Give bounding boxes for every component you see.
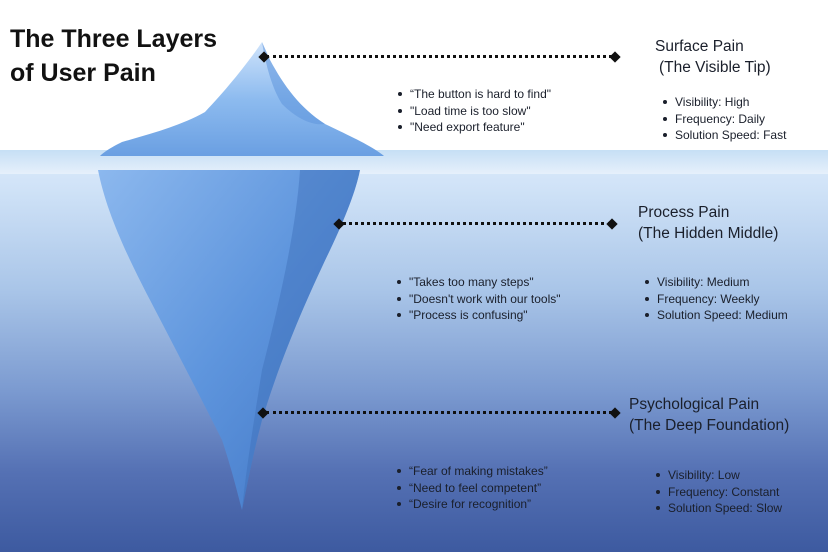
surface-pain-name: Surface Pain: [655, 38, 744, 55]
list-item: “Need to feel competent”: [397, 480, 548, 497]
process-pain-subtitle: (The Hidden Middle): [638, 225, 779, 242]
process-pain-quotes: "Takes too many steps" "Doesn't work wit…: [397, 274, 561, 324]
process-pain-label: Process Pain (The Hidden Middle): [638, 202, 778, 244]
list-item: Solution Speed: Fast: [663, 127, 786, 144]
list-item: "Load time is too slow": [398, 103, 551, 120]
iceberg-tip-shade: [262, 42, 325, 125]
page-title: The Three Layers of User Pain: [10, 22, 217, 90]
list-item: Solution Speed: Medium: [645, 307, 788, 324]
list-item: "Doesn't work with our tools": [397, 291, 561, 308]
iceberg-submerged-shade: [242, 170, 360, 510]
list-item: Frequency: Daily: [663, 111, 786, 128]
connector-surface: [266, 55, 612, 58]
surface-pain-subtitle: (The Visible Tip): [659, 59, 771, 76]
iceberg-submerged: [98, 170, 360, 510]
list-item: Visibility: High: [663, 94, 786, 111]
list-item: Solution Speed: Slow: [656, 500, 782, 517]
iceberg-tip: [100, 42, 384, 156]
list-item: Frequency: Weekly: [645, 291, 788, 308]
list-item: Visibility: Medium: [645, 274, 788, 291]
psychological-pain-label: Psychological Pain (The Deep Foundation): [629, 394, 789, 436]
psychological-pain-subtitle: (The Deep Foundation): [629, 417, 790, 434]
list-item: “Desire for recognition”: [397, 496, 548, 513]
connector-psychological: [266, 411, 612, 414]
surface-pain-label: Surface Pain (The Visible Tip): [655, 36, 771, 78]
process-pain-metrics: Visibility: Medium Frequency: Weekly Sol…: [645, 274, 788, 324]
psychological-pain-metrics: Visibility: Low Frequency: Constant Solu…: [656, 467, 782, 517]
list-item: “Fear of making mistakes”: [397, 463, 548, 480]
connector-process: [342, 222, 612, 225]
list-item: Frequency: Constant: [656, 484, 782, 501]
surface-pain-quotes: “The button is hard to find" "Load time …: [398, 86, 551, 136]
list-item: "Need export feature": [398, 119, 551, 136]
psychological-pain-quotes: “Fear of making mistakes” “Need to feel …: [397, 463, 548, 513]
list-item: “The button is hard to find": [398, 86, 551, 103]
psychological-pain-name: Psychological Pain: [629, 396, 760, 413]
list-item: Visibility: Low: [656, 467, 782, 484]
sky-background: [0, 0, 828, 150]
title-line-1: The Three Layers: [10, 25, 218, 53]
process-pain-name: Process Pain: [638, 204, 730, 221]
list-item: "Process is confusing": [397, 307, 561, 324]
surface-pain-metrics: Visibility: High Frequency: Daily Soluti…: [663, 94, 786, 144]
list-item: "Takes too many steps": [397, 274, 561, 291]
title-line-2: of User Pain: [10, 59, 156, 87]
